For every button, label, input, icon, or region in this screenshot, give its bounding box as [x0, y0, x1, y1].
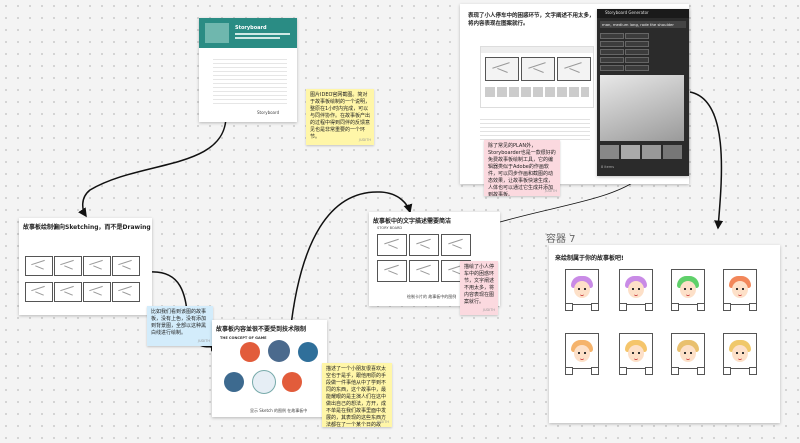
doc-heading: Storyboard [235, 25, 267, 31]
illustration-circle-5 [252, 370, 276, 394]
connector-limit-to-text [289, 191, 413, 335]
character-face-4 [723, 269, 757, 311]
option-button-5[interactable] [600, 49, 624, 55]
note-space-story[interactable]: 描述了一个小朋友很喜欢太空也于是乎，跟他用原的手段做一件事他从中了学到不同的东西… [322, 363, 392, 427]
doc-subtext [235, 33, 290, 35]
sketch-card-title: 故事板绘制偏向Sketching，而不是Drawing [23, 224, 151, 231]
generated-image-main [600, 75, 684, 141]
limit-card-header: THE CONCEPT OF GAME [220, 336, 267, 340]
sketch-frame-6 [54, 282, 82, 302]
draw-your-storyboard-card[interactable]: 来绘制属于你的故事板吧! [549, 245, 780, 423]
generator-title: Storyboard Generator [605, 10, 649, 15]
connector-generator-to-draw [689, 91, 724, 230]
preview-frame-2 [521, 57, 555, 81]
text-sketch-2 [409, 234, 439, 256]
illustration-circle-3 [298, 342, 318, 362]
generator-title-bar: Storyboard Generator [597, 9, 689, 18]
text-sketch-5 [409, 260, 439, 282]
character-face-3 [671, 269, 705, 311]
limit-card-caption: 显示 Sketch 的图例 在故事板中 [250, 408, 308, 413]
illustration-circle-4 [224, 372, 244, 392]
option-button-8[interactable] [625, 57, 649, 63]
sketch-frame-8 [112, 282, 140, 302]
limit-card-title: 故事板内容並很不要受到技术限制 [216, 326, 307, 333]
storyboard-doc-card[interactable]: Storyboard Storyboard [199, 18, 297, 122]
note-ideo-description[interactable]: 图片IDEO官网截图。简对于故事板绘制的一个说明，整原在1小时内完成，可以与同伴… [306, 89, 374, 145]
illustration-circle-2 [268, 340, 290, 362]
option-button-1[interactable] [600, 33, 624, 39]
generator-footer: 8 items [601, 165, 615, 169]
sketch-frame-5 [25, 282, 53, 302]
text-card-caption: 绘制卡片的 故事板中的图例 [407, 294, 457, 299]
text-card-title: 故事板中的文字描述需要简洁 [373, 218, 452, 225]
doc-hero-image [205, 23, 229, 43]
character-face-8 [723, 333, 757, 375]
character-face-6 [619, 333, 653, 375]
note-storyboarder-tool[interactable]: 除了常见的PLAN外，Storyboarder也是一款很好的免费故事板绘制工具，… [484, 140, 560, 196]
top-right-title: 表现了小人停车中的困惑环节，文字阐述不用太多，将内容表现在图案就行。 [468, 13, 595, 27]
illustration-circle-6 [282, 372, 302, 392]
preview-frame-3 [557, 57, 591, 81]
sketch-frame-3 [83, 256, 111, 276]
sketch-frame-1 [25, 256, 53, 276]
character-face-2 [619, 269, 653, 311]
sketch-frame-7 [83, 282, 111, 302]
illustration-circle-1 [240, 342, 260, 362]
generated-thumb-2[interactable] [621, 145, 640, 159]
text-sketch-1 [377, 234, 407, 256]
option-button-2[interactable] [625, 33, 649, 39]
character-face-5 [565, 333, 599, 375]
preview-frame-1 [485, 57, 519, 81]
generated-thumb-4[interactable] [663, 145, 682, 159]
character-face-1 [565, 269, 599, 311]
preview-filmstrip [485, 87, 589, 97]
generated-thumb-1[interactable] [600, 145, 619, 159]
storyboard-generator-window[interactable]: Storyboard Generator man, medium long, r… [597, 9, 689, 176]
doc-body-lines [213, 56, 287, 106]
option-button-4[interactable] [625, 41, 649, 47]
sketch-frame-2 [54, 256, 82, 276]
draw-card-title: 来绘制属于你的故事板吧! [555, 255, 624, 262]
doc-hero-banner: Storyboard [199, 18, 297, 48]
note-parking-confusion[interactable]: 描绘了小人停车中的困惑环节，文字阐述不用太多，将内容表现在图案就行。 JUDIT… [460, 261, 498, 315]
generator-prompt-input[interactable]: man, medium long, rode the shoulder [600, 21, 686, 28]
text-sketch-4 [377, 260, 407, 282]
option-button-7[interactable] [600, 57, 624, 63]
connector-doc-to-sketch [78, 115, 227, 218]
doc-subtext-2 [235, 37, 280, 39]
sketch-vs-drawing-card[interactable]: 故事板绘制偏向Sketching，而不是Drawing [19, 218, 152, 315]
option-button-10[interactable] [625, 65, 649, 71]
preview-window [480, 46, 594, 108]
generated-thumb-3[interactable] [642, 145, 661, 159]
text-card-header: STORY BOARD [377, 226, 403, 230]
option-button-6[interactable] [625, 49, 649, 55]
note-black-white-lines[interactable]: 比如我们看到该图的故事板，没有上色，没有添加到背景图，全部以这种黑白线进行绘制。… [147, 306, 213, 346]
preview-toolbar [481, 47, 593, 53]
character-face-7 [671, 333, 705, 375]
doc-caption: Storyboard [257, 110, 280, 115]
container-label: 容器 7 [546, 234, 576, 245]
no-tech-limit-card[interactable]: 故事板内容並很不要受到技术限制 THE CONCEPT OF GAME 显示 S… [212, 320, 327, 417]
option-button-3[interactable] [600, 41, 624, 47]
sketch-frame-4 [112, 256, 140, 276]
preview-text-lines [480, 116, 590, 140]
connector-text-to-topright [499, 177, 641, 223]
text-sketch-3 [441, 234, 471, 256]
option-button-9[interactable] [600, 65, 624, 71]
